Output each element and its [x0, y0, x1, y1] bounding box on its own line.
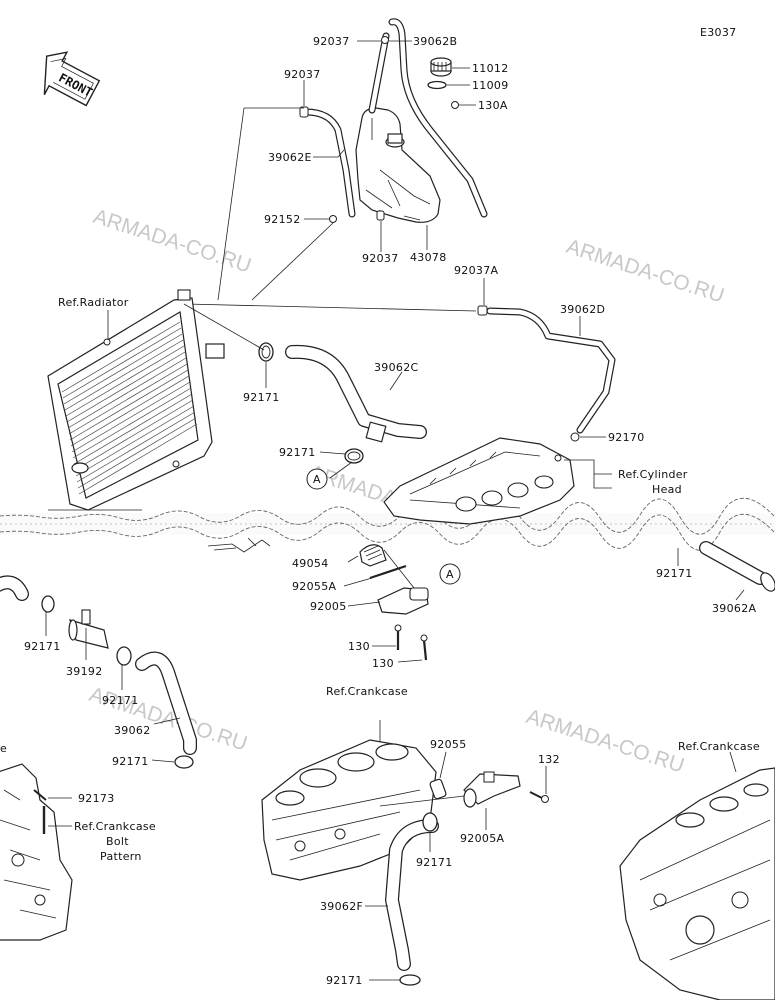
cylinder-head — [383, 437, 575, 525]
label-130-a: 130 — [348, 640, 370, 653]
bolt-130a — [451, 101, 459, 109]
thermostat-cap — [359, 544, 387, 567]
label-39062c: 39062C — [374, 361, 418, 374]
hose-39062f — [385, 819, 439, 971]
marker-a-lower-label: A — [446, 568, 454, 581]
label-92171-f: 92171 — [112, 755, 149, 768]
label-ref-crankcase-right: Ref.Crankcase — [678, 740, 760, 753]
label-92171-c: 92171 — [656, 567, 693, 580]
label-92055a: 92055A — [292, 580, 336, 593]
hose-39062e — [302, 108, 356, 218]
fitting-92005a — [463, 771, 521, 808]
label-92171-g: 92171 — [416, 856, 453, 869]
clamp-92171-d — [41, 595, 55, 613]
clip-92037-top — [381, 36, 389, 44]
label-39192: 39192 — [66, 665, 103, 678]
label-39062f: 39062F — [320, 900, 363, 913]
hose-39062c — [205, 343, 427, 443]
gasket-92055a — [369, 564, 407, 580]
leader-lines-upper — [185, 40, 477, 312]
clip-92037-mid — [376, 210, 385, 221]
label-92037-left: 92037 — [284, 68, 321, 81]
label-39062a: 39062A — [712, 602, 756, 615]
gasket-92055 — [429, 778, 447, 800]
right-crankcase — [619, 751, 775, 1000]
marker-a-upper: A — [306, 468, 328, 490]
clip-92037-left — [299, 106, 309, 118]
label-92171-e: 92171 — [102, 694, 139, 707]
label-132: 132 — [538, 753, 560, 766]
pipe-39192 — [68, 609, 109, 649]
bolt-130-b — [422, 639, 428, 661]
label-11009: 11009 — [472, 79, 509, 92]
reservoir-cap — [430, 57, 452, 77]
label-92037-top: 92037 — [313, 35, 350, 48]
label-39062e: 39062E — [268, 151, 312, 164]
label-92005a: 92005A — [460, 832, 504, 845]
watermark-5: ARMADA-CO.RU — [523, 705, 687, 778]
label-39062b: 39062B — [413, 35, 457, 48]
label-92055: 92055 — [430, 738, 467, 751]
label-92171-h: 92171 — [326, 974, 363, 987]
label-ref-crankcase-bolt: Ref.Crankcase — [74, 820, 156, 833]
hose-39062b — [368, 18, 488, 218]
diagram-code: E3037 — [700, 26, 736, 39]
marker-a-lower: A — [439, 563, 461, 585]
marker-a-upper-label: A — [313, 473, 321, 486]
label-bolt: Bolt — [106, 835, 129, 848]
clamp-92171-f — [174, 755, 194, 769]
clip-92170 — [570, 432, 580, 442]
hose-39062 — [135, 651, 197, 755]
label-130a: 130A — [478, 99, 508, 112]
label-92171-a: 92171 — [243, 391, 280, 404]
label-39062: 39062 — [114, 724, 151, 737]
clamp-92171-h — [399, 974, 421, 986]
label-92037a: 92037A — [454, 264, 498, 277]
label-130-b: 130 — [372, 657, 394, 670]
clip-92037a — [477, 305, 488, 316]
clamp-92171-b — [344, 448, 364, 464]
clamp-92171-e — [116, 646, 132, 666]
label-ref-head: Head — [652, 483, 682, 496]
label-ref-crankcase-mid: Ref.Crankcase — [326, 685, 408, 698]
left-crankcase — [0, 763, 73, 941]
label-92171-d: 92171 — [24, 640, 61, 653]
small-bracket — [207, 537, 271, 553]
hose-39062a — [699, 541, 775, 592]
break-band — [0, 497, 775, 551]
leader-lines-lower-mid — [365, 751, 547, 981]
hose-39062d — [486, 307, 616, 434]
part-labels: 92037 39062B 11012 11009 130A 92037 3906… — [0, 35, 760, 987]
label-92152: 92152 — [264, 213, 301, 226]
leader-lines-lower-left — [45, 548, 745, 763]
thermostat-housing — [377, 587, 429, 615]
label-92171-b: 92171 — [279, 446, 316, 459]
label-92173: 92173 — [78, 792, 115, 805]
front-arrow-icon: FRONT — [43, 51, 101, 107]
label-ref-radiator: Ref.Radiator — [58, 296, 129, 309]
bolt-132 — [541, 795, 549, 803]
label-49054: 49054 — [292, 557, 329, 570]
bolt-92173 — [33, 789, 47, 834]
label-39062d: 39062D — [560, 303, 605, 316]
watermark-2: ARMADA-CO.RU — [563, 235, 727, 308]
label-92170: 92170 — [608, 431, 645, 444]
label-left-edge: e — [0, 742, 7, 755]
left-elbow-hose — [0, 575, 29, 601]
radiator — [47, 289, 213, 511]
leader-lines-mid — [183, 278, 612, 489]
clamp-92171-g — [422, 812, 438, 832]
cap-gasket — [427, 80, 447, 90]
label-92037-mid: 92037 — [362, 252, 399, 265]
clamp-92171-a — [258, 342, 274, 362]
label-11012: 11012 — [472, 62, 509, 75]
label-92005: 92005 — [310, 600, 347, 613]
label-ref-cylinder: Ref.Cylinder — [618, 468, 688, 481]
middle-crankcase — [261, 720, 437, 881]
clip-92152 — [329, 215, 337, 223]
label-43078: 43078 — [410, 251, 447, 264]
reservoir-tank — [355, 107, 441, 223]
label-pattern: Pattern — [100, 850, 142, 863]
